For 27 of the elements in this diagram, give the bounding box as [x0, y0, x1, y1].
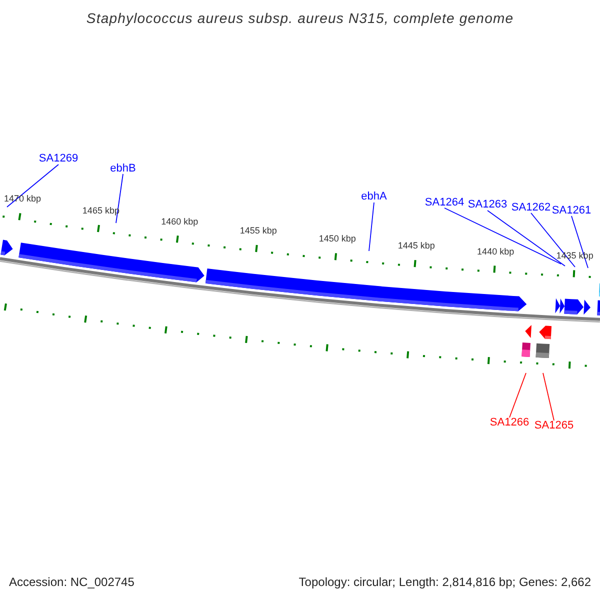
- gene-label: ebhA: [361, 192, 387, 202]
- leader-line: [509, 372, 526, 418]
- footer-text: Topology: circular; Length: 2,814,816 bp; Genes: 2,662: [298, 576, 591, 588]
- leader-line: [487, 210, 566, 266]
- gene-label: SA1261: [552, 205, 592, 216]
- leader-line: [6, 164, 59, 208]
- scale-label: 1455 kbp: [240, 226, 277, 236]
- scale-label: 1445 kbp: [398, 242, 435, 251]
- leader-line: [444, 208, 562, 264]
- scale-label: 1440 kbp: [477, 247, 514, 256]
- gene-label: SA1263: [468, 200, 508, 210]
- tick-ring: [4, 303, 587, 369]
- scale-label: 1460 kbp: [161, 217, 198, 226]
- gene-label: SA1266: [490, 418, 530, 428]
- gene-label: ebhB: [110, 163, 136, 174]
- leader-line: [530, 212, 576, 268]
- leader-line: [542, 372, 554, 421]
- gene-label: SA1262: [511, 202, 551, 213]
- leader-line: [116, 174, 124, 224]
- title: Staphylococcus aureus subsp. aureus N315, complete genome: [86, 10, 514, 27]
- leader-line: [571, 216, 588, 268]
- gene-label: SA1269: [38, 154, 78, 164]
- gene-label: SA1265: [534, 420, 574, 432]
- gene-label: SA1264: [424, 197, 464, 208]
- leader-line: [368, 202, 374, 252]
- footer-text: Accession: NC_002745: [9, 576, 134, 588]
- scale-label: 1450 kbp: [318, 234, 356, 244]
